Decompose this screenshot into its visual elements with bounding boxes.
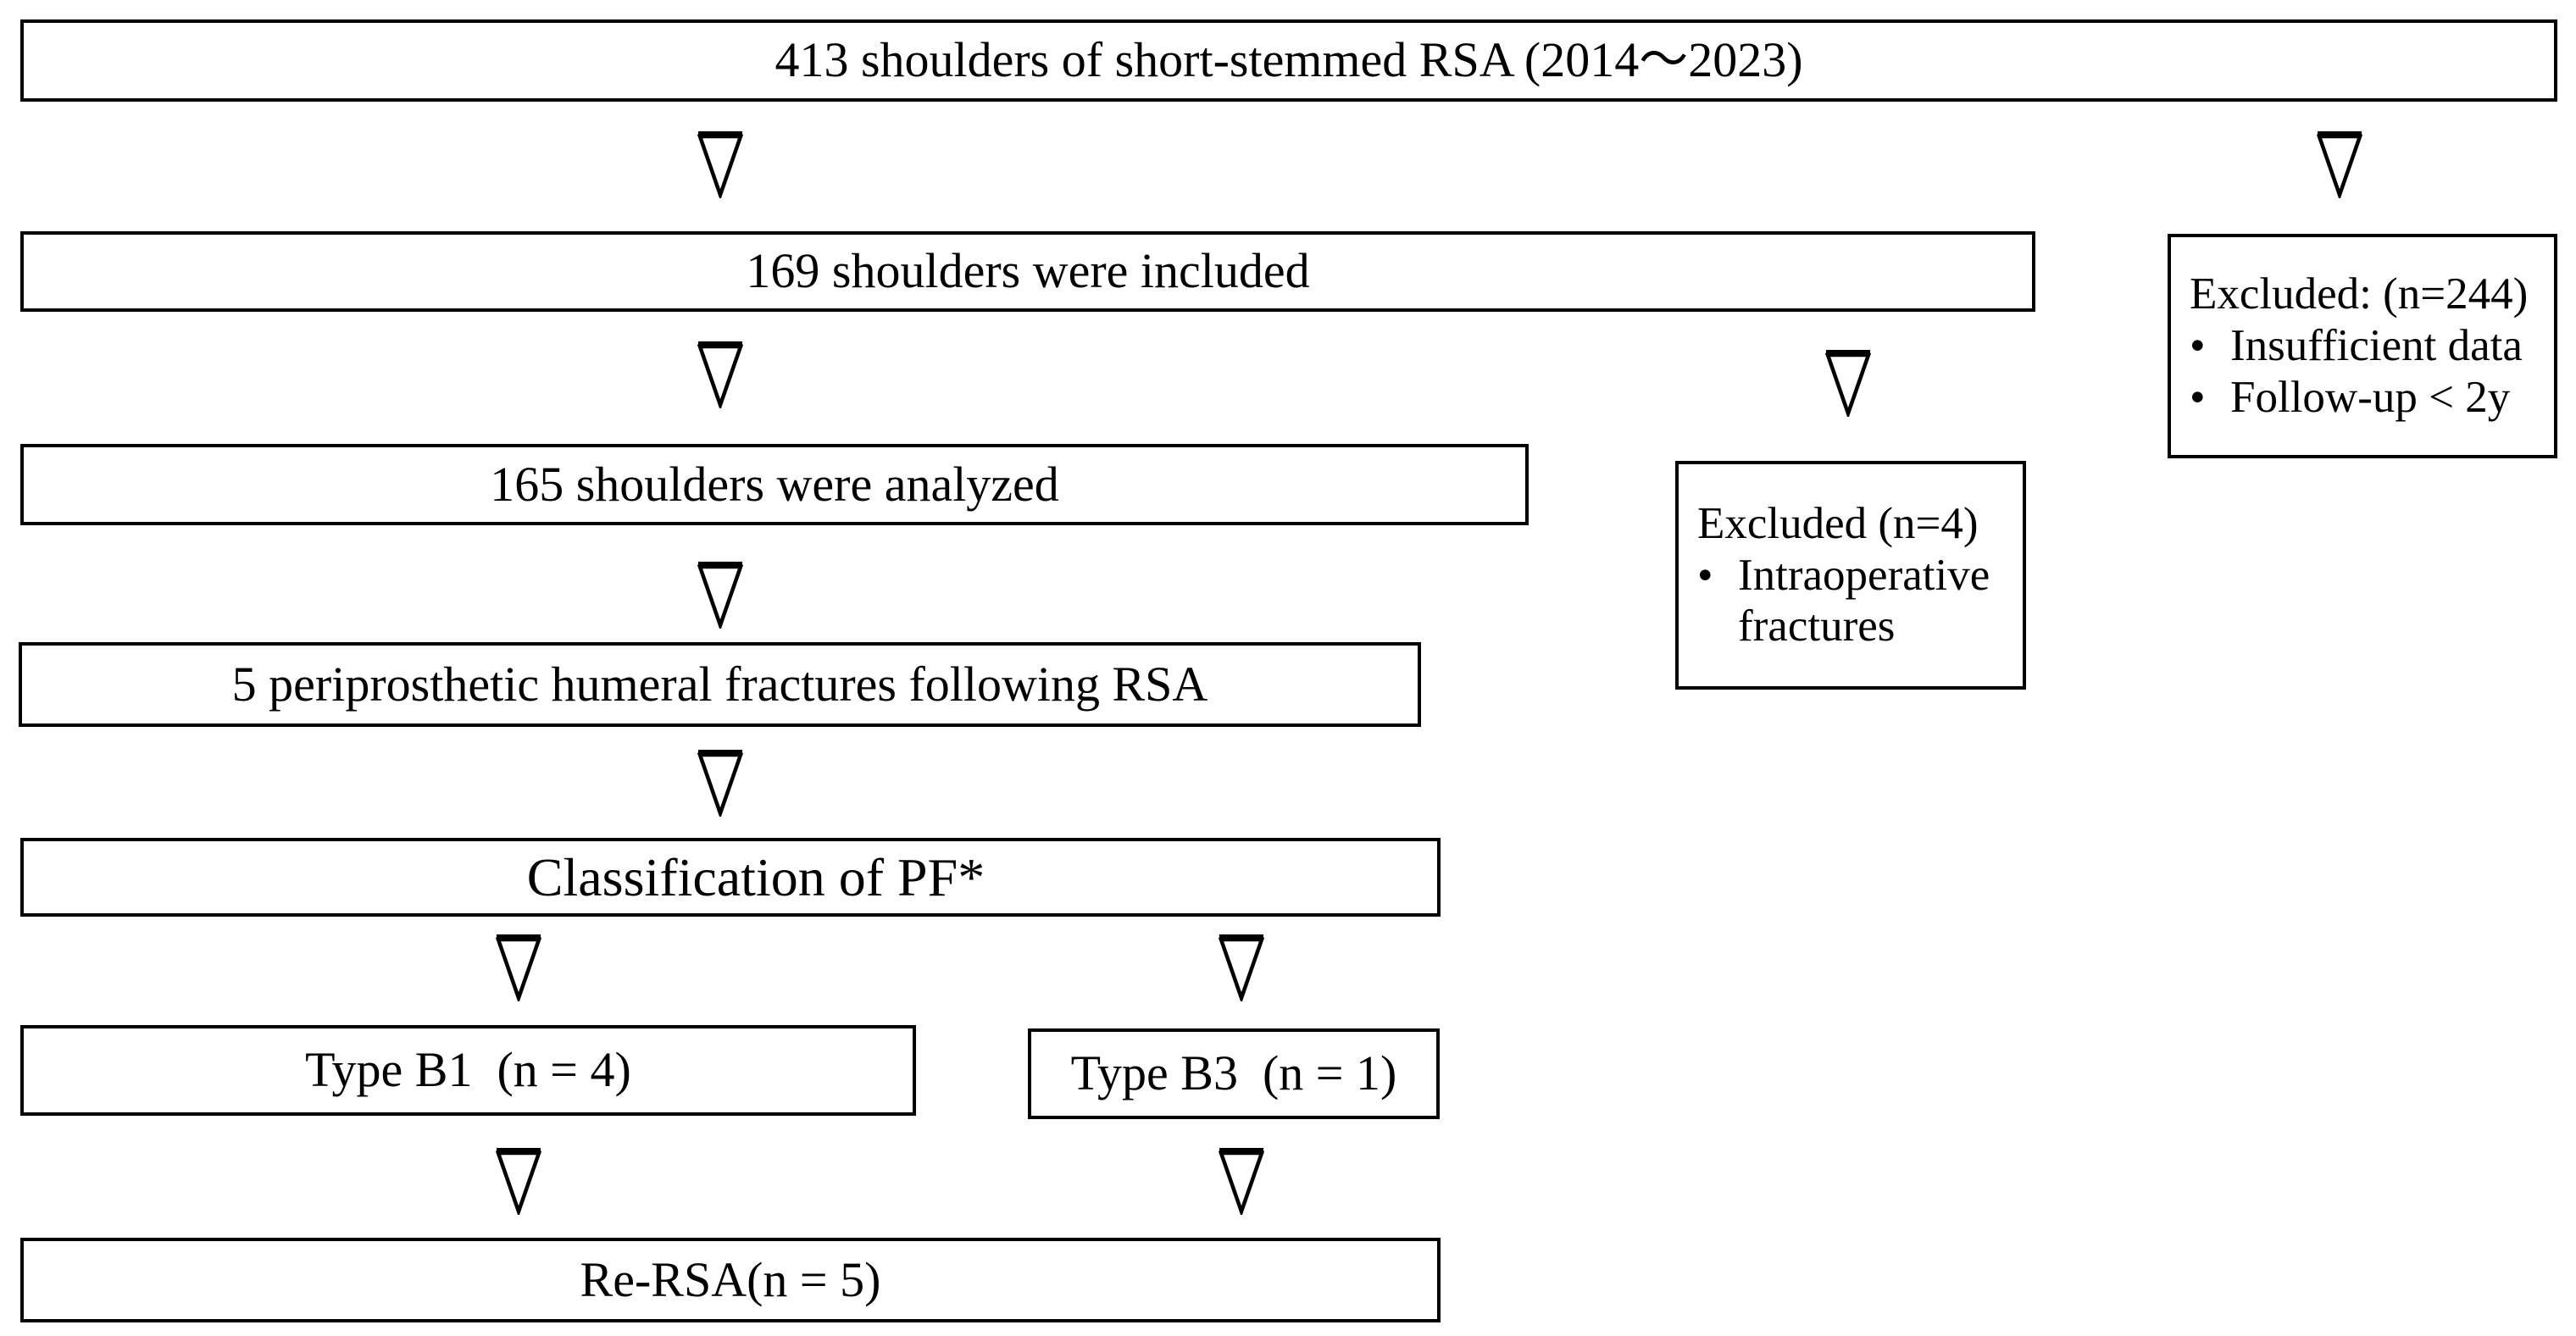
down-arrow-icon bbox=[1218, 1147, 1265, 1215]
box-included: 169 shoulders were included bbox=[20, 231, 2035, 312]
box-analyzed-label: 165 shoulders were analyzed bbox=[490, 456, 1059, 512]
excluded-major-title: Excluded: (n=244) bbox=[2190, 269, 2529, 319]
down-arrow-icon bbox=[2316, 130, 2363, 198]
down-arrow-icon bbox=[697, 749, 744, 817]
box-periprosthetic-fractures: 5 periprosthetic humeral fractures follo… bbox=[19, 642, 1421, 727]
down-arrow-icon bbox=[1218, 934, 1265, 1001]
excluded-minor-bullet-1-text: Intraoperative fractures bbox=[1738, 550, 1990, 651]
box-excluded-minor: Excluded (n=4) • Intraoperative fracture… bbox=[1675, 461, 2026, 690]
bullet-icon: • bbox=[2190, 321, 2206, 371]
box-excluded-major: Excluded: (n=244) • Insufficient data • … bbox=[2168, 234, 2557, 458]
box-classification: Classification of PF* bbox=[20, 838, 1441, 917]
excluded-major-bullet-1: • Insufficient data bbox=[2190, 320, 2523, 372]
box-classification-label: Classification of PF* bbox=[526, 846, 985, 907]
down-arrow-icon bbox=[495, 934, 542, 1001]
down-arrow-icon bbox=[697, 130, 744, 198]
box-re-rsa: Re-RSA(n = 5) bbox=[20, 1238, 1441, 1322]
down-arrow-icon bbox=[1824, 349, 1872, 417]
box-periprosthetic-fractures-label: 5 periprosthetic humeral fractures follo… bbox=[231, 656, 1208, 712]
box-type-b1-label: Type B1 (n = 4) bbox=[305, 1042, 631, 1098]
down-arrow-icon bbox=[495, 1147, 542, 1215]
excluded-major-bullet-1-text: Insufficient data bbox=[2230, 321, 2523, 371]
box-total-shoulders-label: 413 shoulders of short-stemmed RSA (2014… bbox=[774, 32, 1803, 88]
bullet-icon: • bbox=[1697, 550, 1713, 600]
box-type-b3: Type B3 (n = 1) bbox=[1028, 1028, 1440, 1119]
down-arrow-icon bbox=[697, 561, 744, 629]
box-included-label: 169 shoulders were included bbox=[746, 243, 1310, 299]
box-total-shoulders: 413 shoulders of short-stemmed RSA (2014… bbox=[20, 19, 2557, 102]
box-type-b1: Type B1 (n = 4) bbox=[20, 1025, 916, 1116]
box-type-b3-label: Type B3 (n = 1) bbox=[1070, 1045, 1397, 1101]
down-arrow-icon bbox=[697, 341, 744, 408]
excluded-major-bullet-2-text: Follow-up < 2y bbox=[2230, 372, 2511, 422]
excluded-minor-bullet-1: • Intraoperative fractures bbox=[1697, 550, 2012, 653]
excluded-minor-title: Excluded (n=4) bbox=[1697, 498, 1979, 548]
excluded-major-bullet-2: • Follow-up < 2y bbox=[2190, 372, 2510, 424]
bullet-icon: • bbox=[2190, 372, 2206, 422]
box-re-rsa-label: Re-RSA(n = 5) bbox=[580, 1251, 881, 1307]
box-analyzed: 165 shoulders were analyzed bbox=[20, 444, 1529, 525]
